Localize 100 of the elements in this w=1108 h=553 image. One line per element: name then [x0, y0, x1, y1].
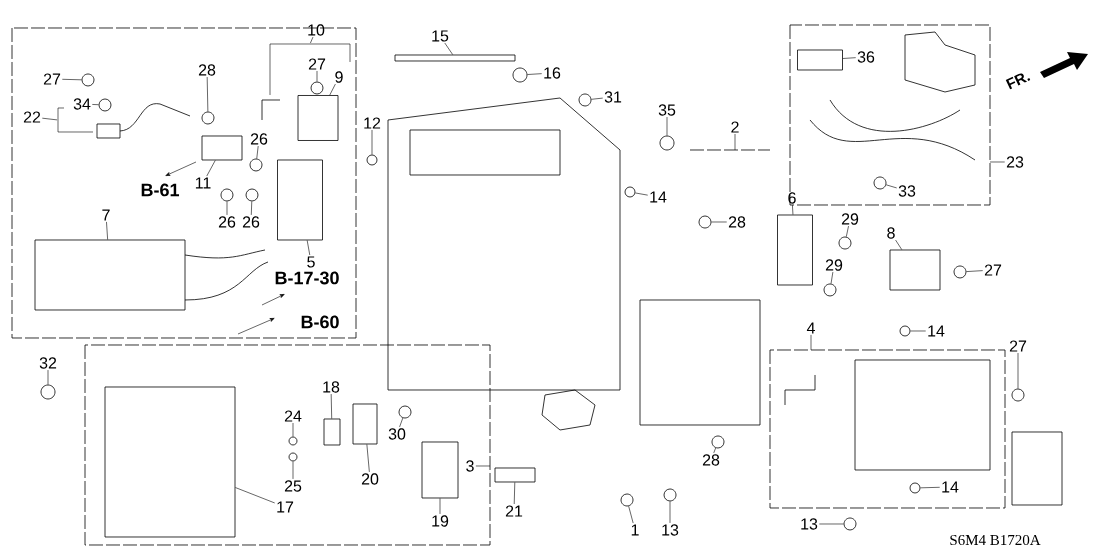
fastener-drawing: [843, 517, 857, 531]
leader-line: [306, 240, 311, 256]
callout-number: 5: [307, 256, 315, 268]
part-drawing: [797, 49, 843, 71]
leader-line: [206, 160, 216, 177]
fastener-drawing: [659, 135, 675, 151]
fastener-drawing: [838, 236, 852, 250]
leader-line: [47, 369, 49, 385]
leader-line: [635, 192, 648, 196]
fastener-drawing: [1011, 388, 1025, 402]
callout-number: 24: [284, 410, 302, 422]
fastener-drawing: [398, 405, 412, 419]
callout-number: 14: [650, 191, 667, 203]
callout-number: 15: [432, 30, 449, 42]
fastener-drawing: [220, 188, 234, 202]
fastener-drawing: [288, 436, 298, 446]
leader-line: [371, 129, 373, 155]
callout-number: 11: [195, 177, 211, 189]
callout-number: 26: [250, 133, 268, 145]
leader-line: [329, 83, 336, 96]
fastener-drawing: [245, 188, 259, 202]
callout-number: 28: [728, 216, 746, 228]
callout-number: 2: [731, 121, 739, 133]
leader-line: [895, 239, 903, 250]
callout-number: 14: [928, 325, 945, 337]
callout-number: 35: [658, 104, 676, 116]
leader-line: [792, 204, 794, 215]
leader-line: [810, 334, 812, 351]
leader-line: [830, 271, 834, 284]
leader-line: [966, 270, 983, 272]
fastener-drawing: [249, 158, 263, 172]
leader-line: [920, 487, 940, 489]
callout-number: 4: [806, 322, 815, 334]
callout-number: 7: [102, 209, 110, 221]
leader-line: [711, 221, 727, 223]
callout-number: 22: [23, 111, 41, 123]
callout-number: 6: [788, 192, 796, 204]
leader-line: [256, 145, 259, 159]
leader-line: [330, 393, 332, 419]
callout-number: 29: [825, 259, 843, 271]
leader-line: [399, 417, 404, 428]
callout-number: 27: [43, 73, 61, 85]
part-drawing: [494, 467, 536, 483]
part-drawing: [297, 95, 339, 141]
leader-line: [292, 461, 294, 480]
leader-line: [316, 70, 318, 82]
leader-line: [713, 447, 716, 454]
callout-number: 27: [984, 264, 1002, 276]
part-drawing: [421, 441, 459, 499]
fastener-drawing: [909, 482, 921, 494]
part-drawing: [277, 159, 323, 241]
callout-number: 23: [1006, 156, 1024, 168]
fastener-drawing: [624, 186, 636, 198]
part-drawing: [352, 403, 378, 445]
leader-line: [989, 161, 1005, 163]
fastener-drawing: [98, 98, 112, 112]
callout-number: 28: [702, 454, 720, 466]
fastener-drawing: [366, 154, 378, 166]
callout-number: 29: [841, 213, 859, 225]
fastener-drawing: [663, 488, 677, 502]
reference-label: B-60: [301, 315, 339, 329]
leader-line: [628, 505, 634, 524]
fastener-drawing: [899, 325, 911, 337]
direction-label: FR.: [1005, 73, 1031, 90]
callout-number: 17: [277, 501, 294, 513]
callout-number: 30: [388, 428, 406, 440]
callout-number: 16: [544, 67, 561, 79]
part-drawing: [323, 418, 341, 446]
callout-number: 21: [505, 505, 523, 517]
callout-number: 27: [1009, 340, 1027, 352]
callout-number: 14: [942, 481, 959, 493]
reference-label: B-17-30: [275, 271, 339, 285]
part-drawing: [394, 54, 516, 62]
fastener-drawing: [512, 67, 528, 83]
leader-line: [513, 482, 516, 505]
callout-number: 20: [361, 473, 379, 485]
callout-number: 26: [242, 216, 260, 228]
leader-line: [206, 76, 209, 112]
leader-line: [226, 201, 228, 216]
part-drawing: [777, 214, 813, 286]
fastener-drawing: [873, 176, 887, 190]
leader-line: [1017, 352, 1019, 389]
leader-line: [527, 73, 542, 75]
leader-line: [734, 133, 736, 151]
fastener-drawing: [711, 435, 725, 449]
fastener-drawing: [698, 215, 712, 229]
bracket: [269, 43, 351, 96]
fastener-drawing: [620, 493, 634, 507]
callout-number: 13: [801, 518, 818, 530]
leader-line: [666, 116, 668, 136]
leader-line: [444, 42, 453, 55]
leader-line: [475, 465, 491, 467]
callout-number: 8: [887, 227, 895, 239]
leader-line: [292, 422, 294, 437]
callout-number: 1: [631, 524, 639, 536]
callout-number: 19: [432, 515, 449, 527]
fastener-drawing: [288, 452, 298, 462]
leader-line: [250, 201, 253, 216]
callout-number: 34: [73, 98, 91, 110]
callout-number: 13: [662, 524, 679, 536]
